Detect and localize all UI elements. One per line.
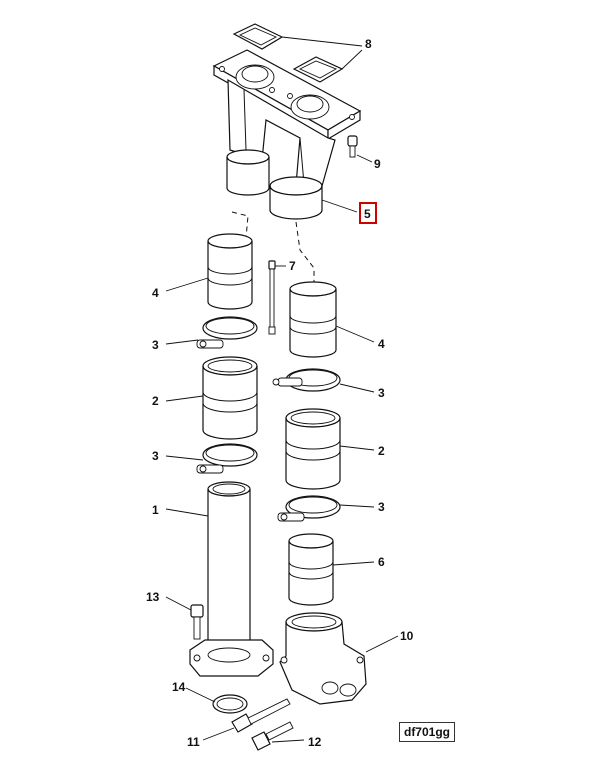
callout-3-left-lower: 3 [152,449,159,463]
callout-10: 10 [400,629,414,643]
callout-2-right: 2 [378,444,385,458]
clamp-part-3-right-lower [277,495,341,522]
bolt-part-9 [347,135,358,158]
clamp-part-3-left-upper [196,316,258,349]
callout-14: 14 [172,680,186,694]
callout-3-right-lower: 3 [378,500,385,514]
callout-8: 8 [365,37,372,51]
callout-9: 9 [374,157,381,171]
callout-11: 11 [187,735,200,749]
callout-labels: 8 9 5 7 4 3 4 3 2 2 3 3 1 6 13 10 14 11 … [146,37,414,749]
sleeve-part-4-left [207,233,253,310]
bolt-part-12 [251,721,294,751]
sleeve-part-4-right [289,281,337,358]
elbow-part-10 [279,612,367,705]
sleeve-part-2-right [285,408,341,490]
exhaust-manifold [212,49,362,220]
callout-2-left: 2 [152,394,159,408]
sleeve-part-2-left [202,356,258,440]
callout-12: 12 [308,735,322,749]
bolt-part-13 [190,604,204,640]
reference-code-label: df701gg [399,722,455,742]
bolt-part-11 [231,698,291,733]
o-ring-part-14 [212,694,248,714]
callout-3-left-upper: 3 [152,338,159,352]
sleeve-part-6 [288,533,334,606]
callout-6: 6 [378,555,385,569]
clamp-part-3-left-lower [196,443,258,474]
center-lines [231,211,315,282]
pipe-part-1 [189,481,274,677]
callout-13: 13 [146,590,160,604]
callout-4-right: 4 [378,337,385,351]
clamp-part-3-right-upper [272,368,341,392]
bolt-part-7 [268,260,276,335]
callout-7: 7 [289,259,296,273]
callout-1: 1 [152,503,159,517]
callout-3-right-upper: 3 [378,386,385,400]
callout-5: 5 [364,207,371,221]
callout-4-left: 4 [152,286,159,300]
highlight-box [359,202,377,224]
leader-lines [165,36,399,743]
